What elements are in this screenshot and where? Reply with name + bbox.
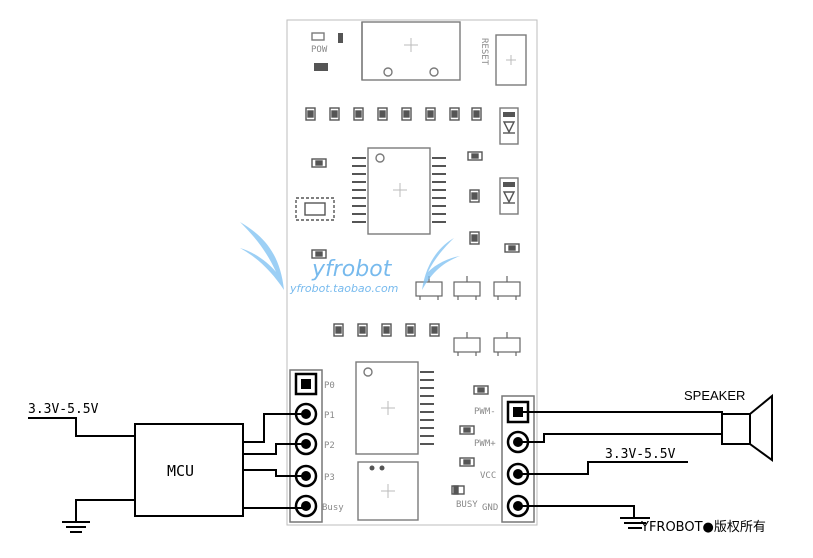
mcu-label: MCU <box>167 462 194 480</box>
pin-label-busy: Busy <box>322 503 344 513</box>
pin-label-vcc: VCC <box>480 471 496 481</box>
watermark-logo: yfrobot yfrobot.taobao.com <box>240 222 460 295</box>
led-diode-icon <box>499 107 519 145</box>
tf-card-socket <box>361 21 461 81</box>
mcu-wires <box>28 413 306 516</box>
vcc-wire <box>518 461 688 475</box>
pin-label-gnd: GND <box>482 503 498 513</box>
small-components <box>295 151 520 259</box>
pcb-board <box>286 19 538 526</box>
speaker-icon <box>721 393 773 462</box>
pow-led: POW <box>311 32 343 71</box>
right-supply-label: 3.3V-5.5V <box>605 447 676 462</box>
mcu-supply-label: 3.3V-5.5V <box>28 402 99 417</box>
reset-label: RESET <box>479 38 489 66</box>
pin-label-p3: P3 <box>324 473 335 483</box>
pin-label-pwm-plus: PWM+ <box>474 439 496 449</box>
pin-label-p0: P0 <box>324 381 335 391</box>
right-side-parts <box>451 385 489 495</box>
speaker-wires <box>518 411 723 443</box>
ground-symbol-icon <box>62 516 90 533</box>
pin-label-pwm-minus: PWM- <box>474 407 496 417</box>
pow-label: POW <box>311 45 328 55</box>
amplifier-chip <box>357 461 419 521</box>
ground-symbol-icon <box>620 517 650 529</box>
busy-led-label: BUSY <box>456 500 478 510</box>
resistor-row-top <box>305 107 482 121</box>
pin-label-p2: P2 <box>324 441 335 451</box>
watermark-site: yfrobot.taobao.com <box>289 282 398 295</box>
main-chip-lower <box>355 361 434 455</box>
speaker-label: SPEAKER <box>684 388 745 403</box>
resistor-row-bottom <box>333 323 440 337</box>
transistors <box>415 276 521 356</box>
mcu-block <box>134 423 244 517</box>
reset-button: RESET <box>479 34 527 86</box>
main-chip-upper <box>352 147 446 235</box>
pin-label-p1: P1 <box>324 411 335 421</box>
gnd-wire <box>518 505 635 518</box>
copyright-label: YFROBOT●版权所有 <box>640 519 766 535</box>
led-diode-icon <box>499 177 519 215</box>
watermark-brand: yfrobot <box>311 257 393 282</box>
